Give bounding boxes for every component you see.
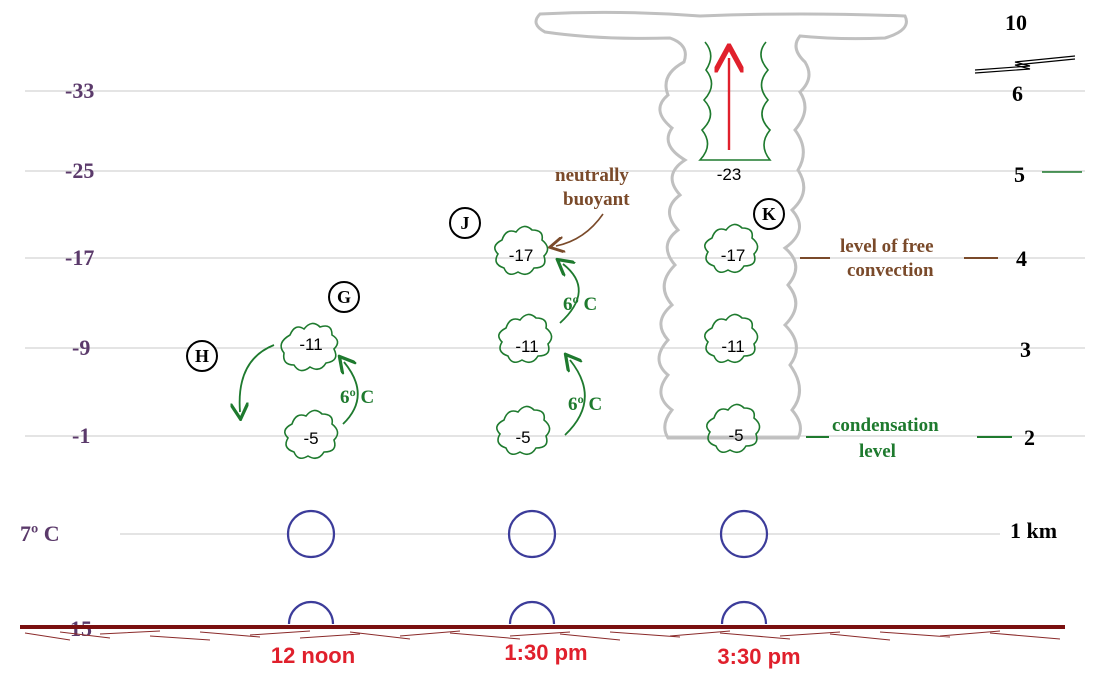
ascent-arrows (240, 264, 586, 436)
lapse-label: 6º C (563, 294, 597, 315)
neutrally-buoyant-label: buoyant (563, 189, 630, 210)
dry-thermals (286, 509, 769, 625)
temperature-label: -17 (65, 245, 94, 270)
parcel-temperature: -5 (728, 426, 743, 445)
thermal-bubble (508, 600, 556, 625)
lapse-label: 6º C (568, 394, 602, 415)
time-label: 3:30 pm (717, 644, 800, 669)
thermal-bubble (507, 509, 557, 559)
marker-circle (186, 340, 218, 372)
altitude-label: 4 (1016, 246, 1027, 271)
altitude-label: 2 (1024, 425, 1035, 450)
parcel-temperature: -5 (515, 428, 530, 447)
updraft-column (698, 41, 772, 161)
parcel-temperature: -17 (721, 246, 746, 265)
parcel-temperature: -23 (717, 165, 742, 184)
marker-letter: H (195, 346, 209, 366)
ascent-arrow (560, 264, 580, 324)
marker-circle (449, 207, 481, 239)
altitude-label: 10 (1005, 10, 1027, 35)
temperature-label: 7º C (20, 521, 60, 546)
temperature-label: -9 (72, 335, 90, 360)
neutrally-buoyant-label: neutrally (555, 165, 629, 186)
time-label: 12 noon (271, 643, 355, 668)
ground (20, 625, 1065, 641)
parcel-outline (494, 225, 549, 276)
parcel-outline (704, 223, 759, 274)
thermal-bubble (719, 509, 769, 559)
lfc-label: level of free (840, 236, 934, 257)
parcel-temperature: -11 (299, 335, 322, 354)
thermal-bubble (720, 600, 768, 625)
parcel-temperature: -11 (515, 337, 538, 356)
parcel-outline (498, 313, 553, 364)
lapse-label: 6º C (340, 387, 374, 408)
altitude-label: 6 (1012, 81, 1023, 106)
thermal-bubble (286, 509, 336, 559)
condensation-label: level (859, 441, 896, 462)
marker-letter: J (461, 213, 470, 233)
marker-letter: K (762, 204, 776, 224)
parcel-outline (284, 409, 339, 460)
altitude-axis: 10 6 5 4 3 2 1 km (974, 10, 1082, 543)
parcels: -11 -5 -17 -11 -5 -23 -17 -11 -5 (280, 165, 761, 460)
descent-arrow (240, 344, 275, 412)
altitude-label: 3 (1020, 337, 1031, 362)
parcel-outline (280, 322, 339, 372)
ascent-arrow (565, 360, 586, 436)
neutral-arrow (556, 213, 604, 246)
time-label: 1:30 pm (504, 640, 587, 665)
lfc-label: convection (847, 260, 934, 281)
temperature-label: -25 (65, 158, 94, 183)
parcel-outline (706, 403, 761, 454)
ground-texture (24, 630, 1061, 641)
point-markers: G H J K (186, 198, 785, 372)
temperature-axis: -33 -25 -17 -9 -1 7º C 15 (20, 78, 94, 641)
parcel-outline (496, 405, 551, 456)
marker-circle (753, 198, 785, 230)
grid-lines (25, 90, 1085, 535)
marker-circle (328, 281, 360, 313)
thermal-bubble (287, 600, 335, 625)
ascent-arrow (343, 362, 359, 425)
parcel-temperature: -5 (303, 429, 318, 448)
altitude-label: 5 (1014, 162, 1025, 187)
parcel-outline (704, 313, 759, 364)
temperature-label: -33 (65, 78, 94, 103)
marker-letter: G (337, 287, 351, 307)
cumulonimbus-cloud-outline (534, 10, 908, 440)
parcel-temperature: -17 (509, 246, 534, 265)
altitude-label: 1 km (1010, 518, 1057, 543)
temperature-label: -1 (72, 423, 90, 448)
parcel-temperature: -11 (721, 337, 744, 356)
condensation-label: condensation (832, 415, 939, 436)
